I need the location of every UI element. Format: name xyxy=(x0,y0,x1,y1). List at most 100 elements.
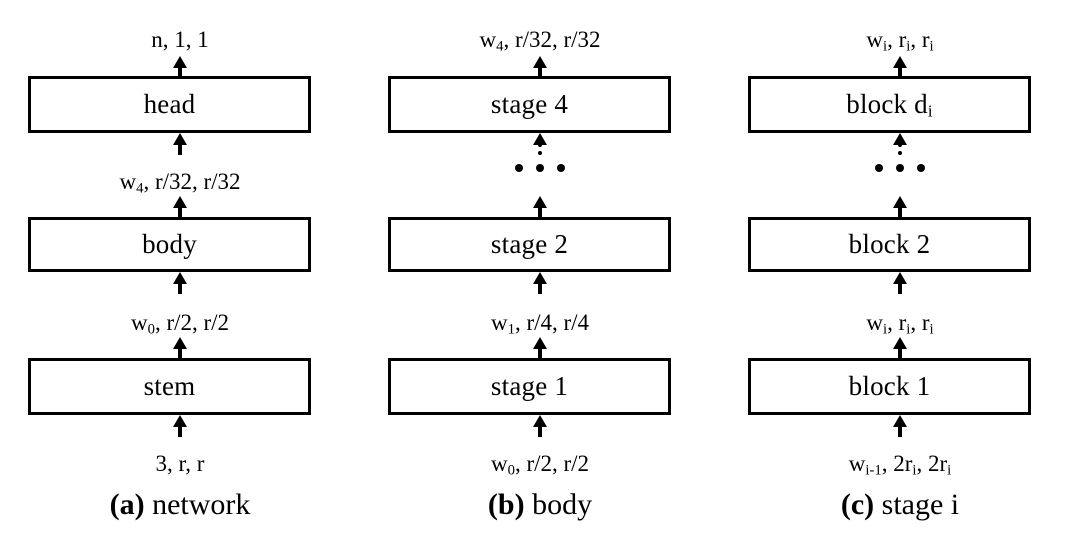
caption-text: network xyxy=(144,488,251,521)
label-body-to-head: w4, r/32, r/32 xyxy=(0,169,360,196)
arrow-shaft xyxy=(178,206,182,217)
label-w: w xyxy=(866,27,883,52)
label-w: w xyxy=(479,27,497,52)
column-stage-i: wi, ri, ri block di block 2 xyxy=(720,0,1080,544)
label-w-sub: i xyxy=(883,321,888,338)
arrowhead-icon xyxy=(173,196,187,208)
box-stage-2[interactable]: stage 2 xyxy=(388,217,671,272)
arrow-stage1-out xyxy=(531,337,549,358)
caption-tag: (c) xyxy=(840,488,875,521)
ellipsis-dot xyxy=(515,164,523,172)
box-stage-4[interactable]: stage 4 xyxy=(388,76,671,133)
box-block-2-label: block 2 xyxy=(848,229,931,259)
arrow-body-out xyxy=(171,196,189,217)
box-head-label: head xyxy=(143,89,196,119)
label-r2-sub: i xyxy=(947,462,952,479)
box-stage-1[interactable]: stage 1 xyxy=(388,358,671,415)
label-w: w xyxy=(866,310,883,335)
arrow-shaft xyxy=(898,282,902,294)
ellipsis-blocks xyxy=(720,164,1080,172)
arrow-shaft xyxy=(538,282,542,294)
box-block-di-prefix: block d xyxy=(846,89,928,119)
caption-text: stage i xyxy=(874,488,960,521)
caption-text: body xyxy=(524,488,593,521)
arrow-shaft-dotted xyxy=(898,143,902,155)
box-body-label: body xyxy=(142,229,197,259)
label-rest: , r/4, r/4 xyxy=(514,310,590,335)
box-block-di-sub: i xyxy=(927,101,933,121)
label-w: w xyxy=(130,310,148,335)
arrowhead-icon xyxy=(893,272,907,284)
caption-network: (a) network xyxy=(0,490,360,520)
label-network-input-text: 3, r, r xyxy=(155,451,205,476)
arrow-network-input xyxy=(171,415,189,437)
label-body-output: w4, r/32, r/32 xyxy=(360,27,720,54)
arrow-block1-out xyxy=(891,337,909,358)
label-r1: , r xyxy=(887,310,907,335)
box-block-1[interactable]: block 1 xyxy=(748,358,1031,415)
arrow-stage4-output xyxy=(531,56,549,76)
arrow-stem-to-body xyxy=(171,272,189,294)
label-network-output-text: n, 1, 1 xyxy=(151,27,209,52)
label-rest: , r/32, r/32 xyxy=(143,169,241,194)
box-body[interactable]: body xyxy=(28,217,311,272)
label-r1: , 2r xyxy=(881,451,913,476)
label-rest: , r/32, r/32 xyxy=(503,27,601,52)
arrow-stage-input xyxy=(891,415,909,437)
arrow-shaft xyxy=(178,143,182,155)
label-w-sub: 4 xyxy=(136,180,144,197)
label-stem-to-body: w0, r/2, r/2 xyxy=(0,310,360,337)
arrow-dotted-to-blockdi xyxy=(891,133,909,155)
column-body: w4, r/32, r/32 stage 4 stage 2 xyxy=(360,0,720,544)
ellipsis-dot xyxy=(896,164,904,172)
box-block-1-label: block 1 xyxy=(848,371,931,401)
label-r2: , r xyxy=(910,310,930,335)
label-r1-sub: i xyxy=(906,321,911,338)
label-w-sub: 0 xyxy=(507,462,515,479)
label-r1-sub: i xyxy=(906,38,911,55)
arrow-shaft-dotted xyxy=(538,143,542,155)
label-w-sub: 4 xyxy=(496,38,504,55)
arrowhead-icon xyxy=(173,337,187,349)
ellipsis-dot xyxy=(536,164,544,172)
arrow-shaft xyxy=(178,66,182,76)
label-r1-sub: i xyxy=(912,462,917,479)
label-w-sub: i xyxy=(883,38,888,55)
arrow-shaft xyxy=(178,425,182,437)
arrow-shaft xyxy=(898,347,902,358)
column-network: n, 1, 1 head w4, r/32, r/32 body xyxy=(0,0,360,544)
box-stem[interactable]: stem xyxy=(28,358,311,415)
label-rest: , r/2, r/2 xyxy=(514,451,590,476)
arrow-shaft xyxy=(538,425,542,437)
label-w: w xyxy=(119,169,137,194)
box-block-2[interactable]: block 2 xyxy=(748,217,1031,272)
label-r2: , 2r xyxy=(916,451,948,476)
arrowhead-icon xyxy=(173,415,187,427)
label-r2-sub: i xyxy=(929,38,934,55)
ellipsis-dot xyxy=(557,164,565,172)
caption-tag: (a) xyxy=(109,488,145,521)
ellipsis-stages xyxy=(360,164,720,172)
label-stage1-to-stage2: w1, r/4, r/4 xyxy=(360,310,720,337)
arrow-block2-out xyxy=(891,196,909,217)
arrow-body-to-head xyxy=(171,133,189,155)
arrowhead-icon xyxy=(173,56,187,68)
arrowhead-icon xyxy=(893,337,907,349)
box-head[interactable]: head xyxy=(28,76,311,133)
label-w: w xyxy=(490,451,508,476)
arrowhead-icon xyxy=(173,133,187,145)
arrowhead-icon xyxy=(533,415,547,427)
ellipsis-dot xyxy=(917,164,925,172)
label-stage-output: wi, ri, ri xyxy=(720,27,1080,54)
arrowhead-icon xyxy=(533,272,547,284)
arrow-shaft xyxy=(538,206,542,217)
arrow-stage1-to-stage2 xyxy=(531,272,549,294)
box-block-di[interactable]: block di xyxy=(748,76,1031,133)
box-stage-2-label: stage 2 xyxy=(490,229,569,259)
label-r2: , r xyxy=(910,27,930,52)
box-stage-4-label: stage 4 xyxy=(490,89,569,119)
arrowhead-icon xyxy=(893,415,907,427)
arrowhead-icon xyxy=(893,133,907,145)
arrow-shaft xyxy=(898,206,902,217)
